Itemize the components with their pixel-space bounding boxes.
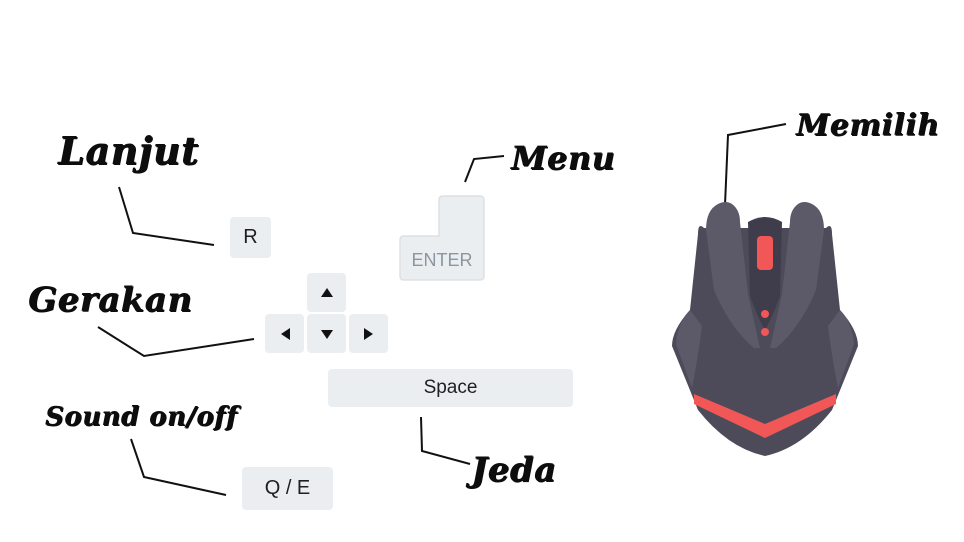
label-gerakan: Gerakan <box>28 280 193 320</box>
leader-line-jeda <box>420 416 471 465</box>
arrow-up-icon <box>320 287 333 297</box>
key-arrow-down[interactable] <box>307 314 346 353</box>
key-arrow-left[interactable] <box>265 314 304 353</box>
arrow-right-icon <box>363 327 373 340</box>
label-lanjut: Lanjut <box>58 128 199 173</box>
label-jeda: Jeda <box>471 450 557 490</box>
arrow-left-icon <box>280 327 290 340</box>
key-arrow-right[interactable] <box>349 314 388 353</box>
label-menu: Menu <box>511 139 616 177</box>
key-r-label: R <box>243 226 258 248</box>
arrow-down-icon <box>320 329 333 339</box>
key-space-label: Space <box>423 377 478 398</box>
leader-line-memilih <box>723 123 787 229</box>
key-space[interactable]: Space <box>328 369 573 407</box>
key-r[interactable]: R <box>230 217 271 258</box>
mouse-icon[interactable] <box>668 198 862 460</box>
leader-line-lanjut <box>118 186 215 246</box>
key-q-e-label: Q / E <box>264 477 311 499</box>
label-sound: Sound on/off <box>45 402 238 432</box>
key-enter-label: ENTER <box>411 250 472 270</box>
leader-line-menu <box>464 155 505 183</box>
leader-line-gerakan <box>97 326 255 358</box>
label-memilih: Memilih <box>796 108 940 143</box>
key-q-e[interactable]: Q / E <box>242 467 333 510</box>
key-enter[interactable]: ENTER <box>398 193 486 283</box>
key-arrow-up[interactable] <box>307 273 346 312</box>
leader-line-sound <box>130 438 227 496</box>
